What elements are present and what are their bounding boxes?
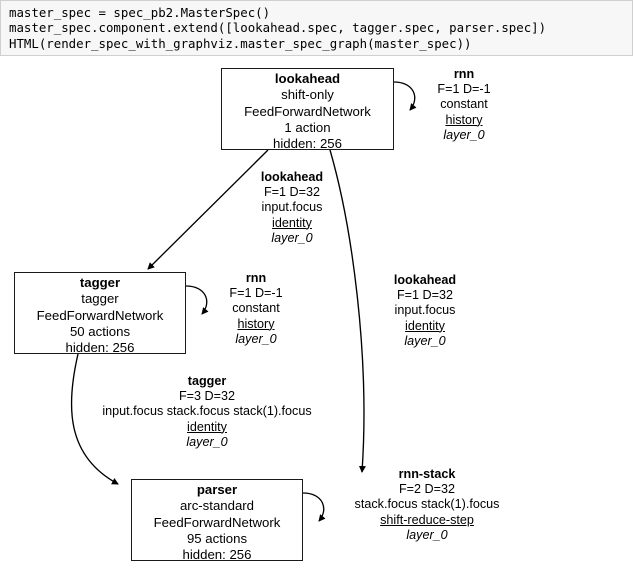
- edge-label-layer: layer_0: [235, 331, 277, 346]
- edge-label-features: input.focus: [394, 303, 456, 318]
- master-spec-graph: lookahead shift-only FeedForwardNetwork …: [0, 56, 633, 578]
- edge-label-name: rnn: [245, 271, 267, 285]
- node-tagger-hidden: hidden: 256: [65, 340, 135, 356]
- edge-label-features: constant: [232, 301, 280, 316]
- edge-label-fd: F=1 D=-1: [437, 82, 491, 97]
- node-tagger-network: FeedForwardNetwork: [36, 307, 164, 323]
- edge-label-features: input.focus: [261, 200, 323, 215]
- edge-label-lookahead-to-parser: lookahead F=1 D=32 input.focus identity …: [369, 273, 481, 349]
- edge-label-features: stack.focus stack(1).focus: [354, 497, 500, 512]
- edge-tagger-self: [185, 285, 209, 315]
- node-parser[interactable]: parser arc-standard FeedForwardNetwork 9…: [131, 479, 303, 563]
- node-lookahead-name: lookahead: [274, 71, 341, 86]
- edge-label-name: lookahead: [260, 170, 324, 184]
- edge-lookahead-to-parser: [329, 149, 366, 473]
- edge-label-source-translator: identity: [405, 318, 445, 333]
- node-parser-hidden: hidden: 256: [182, 547, 252, 563]
- node-parser-transition-system: arc-standard: [179, 498, 255, 514]
- node-tagger[interactable]: tagger tagger FeedForwardNetwork 50 acti…: [14, 272, 186, 356]
- node-parser-network: FeedForwardNetwork: [153, 514, 281, 530]
- node-lookahead-hidden: hidden: 256: [273, 136, 342, 152]
- edge-label-features: input.focus stack.focus stack(1).focus: [102, 404, 312, 419]
- node-tagger-transition-system: tagger: [81, 291, 119, 307]
- edge-label-name: rnn: [453, 67, 475, 81]
- node-lookahead-network: FeedForwardNetwork: [244, 103, 371, 119]
- edge-parser-self: [302, 492, 326, 522]
- edge-label-source-translator: identity: [272, 215, 312, 230]
- edge-label-layer: layer_0: [404, 333, 446, 348]
- edge-label-fd: F=3 D=32: [178, 389, 235, 404]
- edge-label-name: lookahead: [393, 273, 457, 287]
- edge-label-source-translator: history: [237, 316, 275, 331]
- edge-label-fd: F=1 D=-1: [229, 286, 283, 301]
- edge-label-source-translator: history: [445, 112, 483, 127]
- code-input-cell[interactable]: master_spec = spec_pb2.MasterSpec() mast…: [0, 0, 633, 56]
- edge-label-lookahead-self: rnn F=1 D=-1 constant history layer_0: [416, 67, 512, 143]
- node-parser-name: parser: [196, 482, 238, 497]
- edge-tagger-to-parser: [70, 353, 119, 485]
- node-parser-actions: 95 actions: [186, 530, 248, 546]
- edge-label-tagger-to-parser: tagger F=3 D=32 input.focus stack.focus …: [72, 374, 342, 450]
- edge-label-layer: layer_0: [271, 230, 313, 245]
- edge-label-layer: layer_0: [186, 434, 228, 449]
- node-tagger-name: tagger: [79, 275, 121, 290]
- edge-label-tagger-self: rnn F=1 D=-1 constant history layer_0: [208, 271, 304, 347]
- edge-label-source-translator: identity: [187, 419, 227, 434]
- edge-label-name: rnn-stack: [398, 467, 456, 481]
- edge-label-layer: layer_0: [406, 527, 448, 542]
- node-lookahead[interactable]: lookahead shift-only FeedForwardNetwork …: [221, 68, 394, 152]
- edge-label-parser-self: rnn-stack F=2 D=32 stack.focus stack(1).…: [325, 467, 529, 543]
- edge-label-name: tagger: [187, 374, 227, 388]
- edge-label-fd: F=2 D=32: [398, 482, 455, 497]
- edge-label-fd: F=1 D=32: [396, 288, 453, 303]
- edge-label-features: constant: [440, 97, 488, 112]
- node-tagger-actions: 50 actions: [69, 323, 131, 339]
- edge-layer: [70, 81, 417, 522]
- edge-lookahead-self: [393, 81, 417, 111]
- code-text: master_spec = spec_pb2.MasterSpec() mast…: [9, 5, 547, 51]
- edge-label-fd: F=1 D=32: [263, 185, 320, 200]
- node-lookahead-transition-system: shift-only: [281, 87, 334, 103]
- node-lookahead-actions: 1 action: [284, 119, 331, 135]
- edge-label-lookahead-to-tagger: lookahead F=1 D=32 input.focus identity …: [236, 170, 348, 246]
- edge-label-source-translator: shift-reduce-step: [380, 512, 474, 527]
- edge-lookahead-to-tagger: [147, 149, 269, 270]
- edge-label-layer: layer_0: [443, 127, 485, 142]
